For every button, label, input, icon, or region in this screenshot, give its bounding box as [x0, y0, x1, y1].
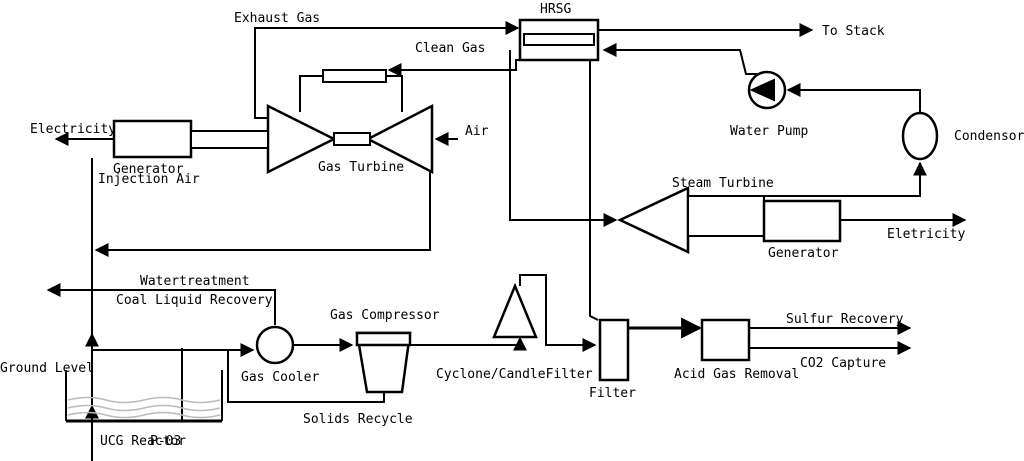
coal-seam-wave-3	[67, 411, 221, 419]
gas-turbine-unit	[266, 69, 434, 175]
turbine-shaft	[333, 132, 371, 146]
label-ground-level: Ground Level	[0, 361, 94, 376]
label-electricity-left: Electricity	[30, 122, 116, 137]
fuel-valve	[322, 69, 387, 83]
combustor-line-right	[386, 75, 403, 112]
gas-compressor-top	[355, 331, 412, 347]
hrsg-unit	[518, 18, 600, 62]
generator-left-shaft	[190, 130, 269, 149]
gas-cooler-body	[255, 325, 295, 365]
steam-turbine-shaft	[687, 195, 765, 237]
label-to-stack: To Stack	[822, 24, 885, 39]
water-pump	[602, 43, 787, 110]
watertreatment-line	[46, 283, 276, 325]
label-steam-turbine: Steam Turbine	[672, 176, 774, 191]
label-gas-cooler: Gas Cooler	[241, 370, 319, 385]
label-generator-right: Generator	[768, 246, 839, 261]
label-hrsg: HRSG	[540, 2, 571, 17]
generator-right-box	[762, 199, 842, 243]
label-generator-left: Generator	[113, 162, 184, 177]
condensor-body	[901, 111, 939, 161]
cyclone-triangle	[492, 282, 538, 339]
gas-compressor	[355, 331, 412, 394]
label-co2-capture: CO2 Capture	[800, 356, 886, 371]
filter-box	[598, 318, 630, 382]
label-coal-liquid-recovery: Coal Liquid Recovery	[116, 293, 273, 308]
steam-turbine-triangle	[617, 186, 690, 254]
label-solids-recycle: Solids Recycle	[303, 412, 413, 427]
solids-recycle-line	[227, 350, 385, 403]
water-pump-triangle	[749, 78, 775, 102]
label-ucg-reactor: UCG Reactor	[100, 434, 186, 449]
label-air: Air	[465, 124, 489, 139]
hrsg-inner-tube	[523, 33, 595, 46]
label-watertreatment: Watertreatment	[140, 274, 250, 289]
coal-seam-wave-1	[67, 396, 221, 404]
hrsg-steam-line	[509, 50, 618, 227]
label-clean-gas: Clean Gas	[415, 41, 485, 56]
combustor-line-left	[299, 75, 323, 112]
label-exhaust-gas: Exhaust Gas	[234, 11, 320, 26]
water-pump-outlet	[602, 43, 760, 75]
label-electricity-right: Eletricity	[887, 227, 965, 242]
label-p03: P-03	[150, 434, 181, 449]
label-filter: Filter	[589, 386, 636, 401]
label-condensor: Condensor	[954, 129, 1024, 144]
coal-seam-wave-2	[67, 404, 221, 412]
steam-turbine-to-condensor	[688, 161, 927, 197]
generator-left-box	[112, 119, 193, 159]
compressor-right-triangle	[365, 103, 434, 175]
label-water-pump: Water Pump	[730, 124, 808, 139]
exhaust-gas-line	[254, 21, 520, 119]
label-sulfur-recovery: Sulfur Recovery	[786, 312, 904, 327]
acid-gas-removal-box	[700, 318, 751, 362]
label-gas-compressor: Gas Compressor	[330, 308, 440, 323]
label-acid-gas-removal: Acid Gas Removal	[674, 367, 799, 382]
injection-air-return-line	[94, 172, 431, 257]
filter-to-hrsg-line	[508, 59, 599, 321]
cyclone-to-filter-line	[519, 274, 597, 352]
label-injection-air: Injection Air	[98, 172, 200, 187]
label-gas-turbine: Gas Turbine	[318, 160, 404, 175]
ucg-reactor	[65, 348, 223, 423]
label-cyclone-candle-filter: Cyclone/CandleFilter	[436, 367, 593, 382]
compressor-to-cyclone-line	[410, 336, 527, 351]
condensor-to-pump-line	[786, 83, 921, 112]
